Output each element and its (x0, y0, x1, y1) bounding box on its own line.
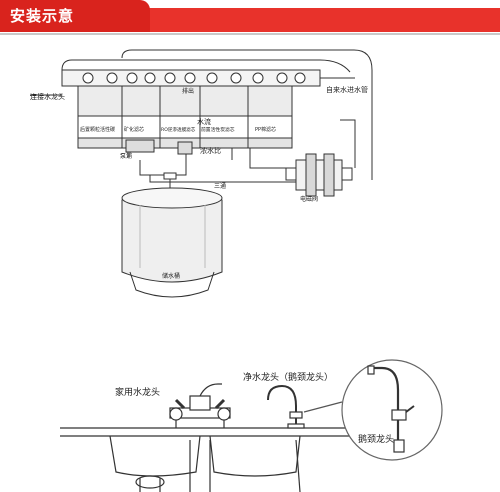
header-divider (0, 33, 500, 35)
label-gooseneck-faucet: 鹅颈龙头 (358, 433, 394, 445)
filter-housings (77, 85, 293, 149)
label-household-faucet: 家用水龙头 (115, 386, 160, 398)
header-tab (0, 0, 150, 32)
pump (125, 139, 155, 153)
household-faucet (169, 383, 231, 428)
label-tap-water-inlet: 自来水进水管 (326, 85, 368, 94)
label-solenoid-valve: 电磁阀 (300, 195, 318, 203)
side-tube (340, 119, 356, 168)
label-waste-ratio: 浓水比 (200, 146, 221, 155)
three-way-tube (149, 175, 244, 183)
label-storage-tank: 储水桶 (162, 272, 180, 280)
label-pump: 泵浦 (120, 152, 132, 160)
section-header: 安装示意 (0, 0, 500, 36)
pump-tube (139, 148, 187, 176)
top-fittings (82, 72, 306, 84)
three-way-tee (163, 172, 177, 180)
label-filter-pre-carbon: 前置活性炭滤芯 (201, 126, 235, 133)
label-filter-post-carbon: 后置颗粒活性碳 (80, 126, 115, 133)
label-purified-faucet: 净水龙头（鹅颈龙头） (243, 371, 333, 383)
label-three-way: 三通 (214, 182, 226, 190)
label-water-flow: 水流 (197, 117, 211, 126)
top-tube (61, 59, 351, 73)
label-tap-water-connector: 连接水龙头 (30, 92, 65, 101)
label-drain: 排出 (182, 87, 194, 95)
outer-tube (121, 49, 373, 180)
gooseneck-faucet-detail (367, 365, 415, 453)
label-filter-ro: RO逆渗透膜滤芯 (161, 126, 196, 133)
label-filter-mineral: 矿化滤芯 (124, 126, 144, 133)
page-title: 安装示意 (10, 7, 75, 25)
waste-ratio-valve (177, 141, 193, 155)
storage-tank (121, 187, 223, 298)
solenoid-valve (295, 159, 343, 191)
sink-basin-left (109, 435, 201, 477)
purified-faucet (267, 384, 305, 429)
label-filter-pp: PP棉滤芯 (255, 126, 276, 133)
ro-tube (249, 148, 296, 169)
sink-basin-right (209, 435, 301, 477)
